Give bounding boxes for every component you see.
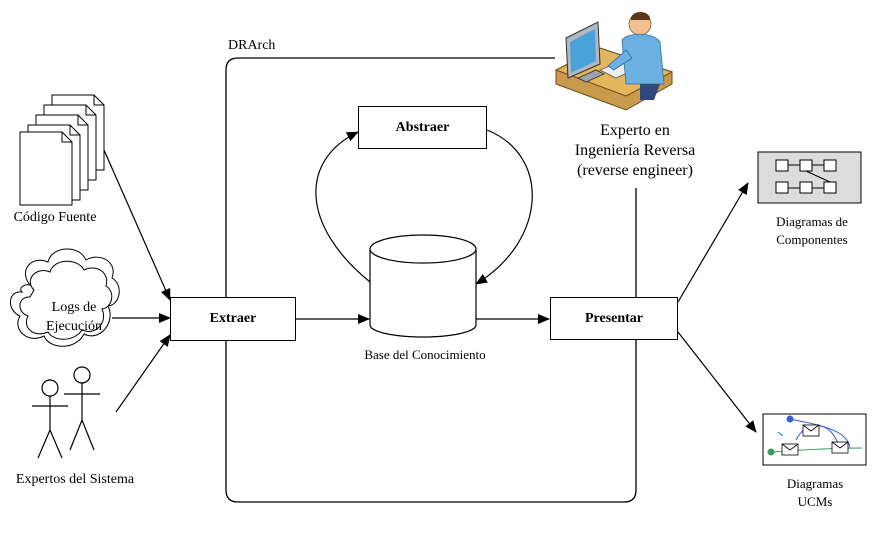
arrow-abstraer-to-db	[475, 129, 533, 285]
reverse-engineer-icon	[554, 12, 674, 111]
ucm-diagram-thumbnail	[762, 413, 867, 466]
arrow-presentar-to-ucms	[677, 331, 757, 433]
extraer-label: Extraer	[209, 311, 257, 326]
expert-label-line2: Ingeniería Reversa	[574, 142, 696, 159]
system-experts-figures-icon	[32, 366, 100, 459]
presentar-process-box: Presentar	[550, 297, 678, 340]
arrow-presentar-to-components	[677, 182, 749, 303]
source-code-label: Código Fuente	[13, 210, 97, 225]
drarch-frame	[225, 57, 637, 503]
logs-label-line2: Ejecución	[46, 319, 102, 334]
drarch-title: DRArch	[228, 38, 276, 53]
logs-label-line1: Logs de	[51, 300, 97, 315]
presentar-label: Presentar	[584, 310, 644, 326]
ucms-label-line2: UCMs	[797, 494, 833, 509]
components-label-line1: Diagramas de	[776, 214, 848, 229]
components-label-line2: Componentes	[776, 232, 848, 247]
arrow-code-to-extraer	[103, 149, 171, 301]
ucms-label-line1: Diagramas	[786, 476, 844, 491]
abstraer-label: Abstraer	[395, 119, 450, 135]
arrow-db-to-abstraer	[315, 131, 371, 283]
source-code-documents-icon	[19, 94, 105, 206]
arrow-experts-to-extraer	[115, 334, 171, 413]
knowledge-base-cylinder	[369, 234, 477, 338]
abstraer-process-box: Abstraer	[358, 106, 487, 149]
extraer-process-box: Extraer	[170, 297, 296, 341]
components-diagram-thumbnail	[757, 151, 862, 204]
knowledge-base-label: Base del Conocimiento	[364, 347, 486, 362]
expert-label-line1: Experto en	[600, 122, 670, 139]
system-experts-label: Expertos del Sistema	[15, 472, 135, 487]
logs-cloud-icon	[10, 248, 120, 347]
expert-label-line3: (reverse engineer)	[577, 162, 693, 179]
